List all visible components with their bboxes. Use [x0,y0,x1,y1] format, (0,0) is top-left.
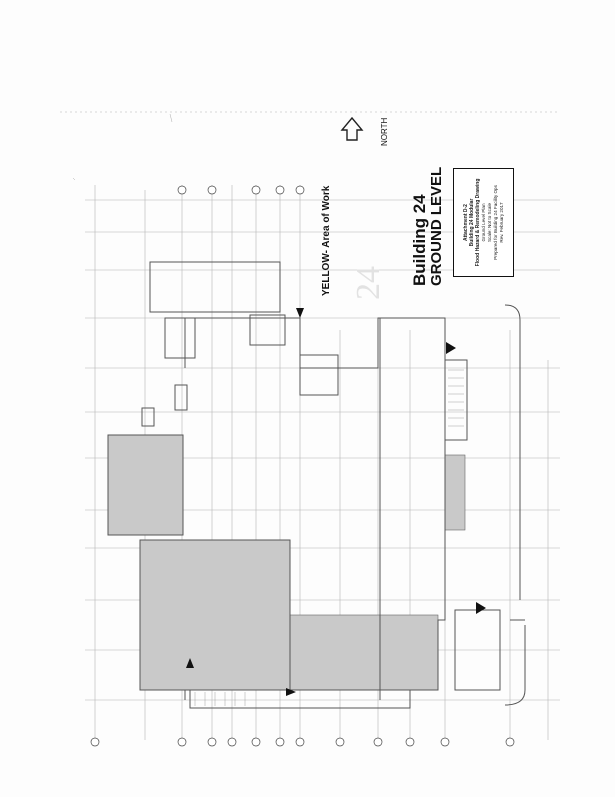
stamp-line: Rev. February 2017 [498,202,504,243]
building-walls [107,261,526,709]
title-stamp: Attachment D-2 Building 24 Modular Flood… [453,168,514,277]
watermark-text: 24 [350,266,387,300]
grid-bubbles [90,185,515,747]
scan-marks [72,113,173,181]
title-stamp-text: Attachment D-2 Building 24 Modular Flood… [454,169,513,276]
title-line-1: Building 24 [410,194,429,286]
title-line-2: GROUND LEVEL [428,166,445,286]
work-area-fill [107,434,466,691]
north-arrow-icon [340,116,364,141]
legend-label: YELLOW- Area of Work [321,185,332,296]
arrow-markers [186,308,486,696]
north-label: NORTH [380,117,389,146]
stair-hatching [194,369,464,706]
